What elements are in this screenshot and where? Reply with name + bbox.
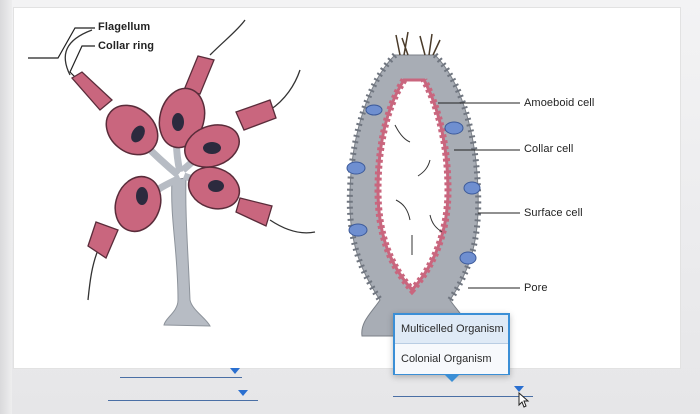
answer-select-1-underline[interactable] — [120, 377, 242, 378]
answer-select-2-underline[interactable] — [108, 400, 258, 401]
pointer-arrow-icon — [518, 392, 530, 408]
triangle-down-icon[interactable] — [230, 368, 240, 374]
label-collar-ring: Collar ring — [98, 40, 155, 52]
colonial-organism-drawing — [28, 19, 316, 327]
label-flagellum: Flagellum — [98, 21, 151, 33]
label-pore: Pore — [524, 282, 548, 294]
sponge-drawing — [346, 31, 520, 337]
dropdown-option-multicelled[interactable]: Multicelled Organism — [395, 315, 508, 344]
answer-select-3-underline[interactable] — [393, 396, 533, 397]
dropdown-option-colonial[interactable]: Colonial Organism — [395, 345, 508, 374]
triangle-down-icon[interactable] — [238, 390, 248, 396]
triangle-down-icon[interactable] — [514, 386, 524, 392]
dropdown-pointer — [445, 375, 459, 382]
label-amoeboid-cell: Amoeboid cell — [524, 97, 595, 109]
window-edge — [0, 0, 12, 414]
organism-type-dropdown[interactable]: Multicelled Organism Colonial Organism — [393, 313, 510, 375]
label-surface-cell: Surface cell — [524, 207, 583, 219]
label-collar-cell: Collar cell — [524, 143, 574, 155]
